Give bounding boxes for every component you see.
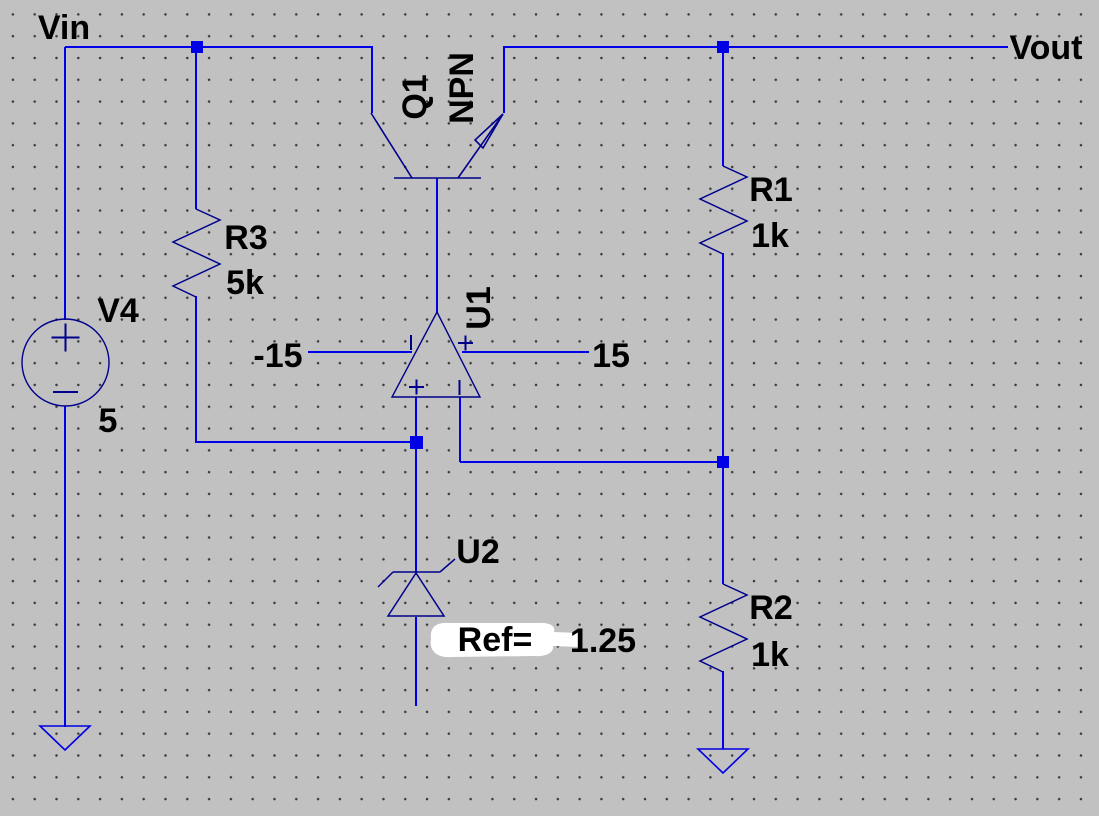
resistor-symbol-r3[interactable] [171,208,222,298]
u2-ref-label[interactable]: Ref= [457,621,533,659]
whiteout-patch [430,622,580,658]
net-label-vin[interactable]: Vin [37,9,91,47]
junction-dot[interactable] [191,41,203,53]
junction-group [191,41,729,468]
junction-dot[interactable] [717,41,729,53]
r2-value-label[interactable]: 1k [751,636,789,674]
npn-emitter-arrow-icon [473,113,504,150]
r1-designator-label[interactable]: R1 [749,171,793,209]
zener-anode-triangle [386,571,446,617]
u1-vminus-label[interactable]: -15 [253,337,303,375]
resistor-symbol-r2[interactable] [698,583,749,673]
net-label-vout[interactable]: Vout [1009,29,1083,67]
r2-designator-label[interactable]: R2 [749,589,793,627]
u2-designator-label[interactable]: U2 [456,533,500,571]
u1-vplus-label[interactable]: 15 [592,337,630,375]
v4-value-label[interactable]: 5 [98,402,118,440]
q1-type-label[interactable]: NPN [443,52,481,124]
junction-dot[interactable] [717,456,729,468]
voltage-source-symbol[interactable] [21,318,110,407]
npn-transistor-symbol[interactable] [370,112,504,179]
npn-collector-lead [370,112,413,179]
opamp-triangle [390,310,482,398]
source-circle [21,318,110,407]
zener-diode-symbol[interactable] [377,558,456,617]
q1-designator-label[interactable]: Q1 [396,74,434,120]
u2-ref-value[interactable]: 1.25 [569,622,637,660]
r3-designator-label[interactable]: R3 [224,219,268,257]
opamp-symbol[interactable] [390,310,482,398]
v4-designator-label[interactable]: V4 [97,292,139,330]
zener-right-wing [439,558,456,573]
zener-left-wing [377,571,394,588]
ground-icon[interactable] [38,725,92,752]
junction-dot[interactable] [410,436,423,449]
resistor-symbol-r1[interactable] [698,165,749,255]
wire-group[interactable] [64,46,1008,749]
r3-value-label[interactable]: 5k [226,264,264,302]
r1-value-label[interactable]: 1k [751,217,789,255]
ground-icon[interactable] [696,748,750,775]
u1-designator-label[interactable]: U1 [460,286,498,330]
